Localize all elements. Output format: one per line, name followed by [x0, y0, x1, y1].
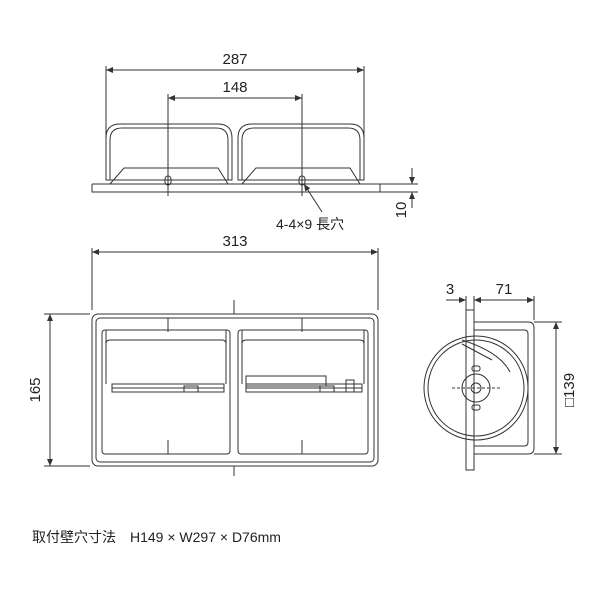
- front-left-hood-top: [105, 330, 227, 345]
- side-hood-curve: [461, 339, 511, 373]
- side-body: [474, 321, 535, 455]
- front-right-latch: [345, 379, 355, 393]
- side-paper-roll: [423, 335, 529, 441]
- front-left-hood-sides: [105, 344, 227, 384]
- dim-label-313: 313: [222, 233, 247, 250]
- dim-label-165: 165: [27, 377, 44, 402]
- front-right-hood-sides: [241, 344, 365, 384]
- front-right-hood-top: [241, 330, 365, 345]
- dim-label-71: 71: [496, 281, 513, 298]
- side-spindle-core: [470, 382, 482, 394]
- dim-label-139: □139: [561, 373, 578, 407]
- wall-opening-caption: 取付壁穴寸法 H149 × W297 × D76mm: [32, 529, 281, 545]
- front-view: [44, 248, 379, 476]
- side-flange: [465, 309, 475, 471]
- dim-label-287: 287: [222, 51, 247, 68]
- top-left-compartment: [105, 123, 233, 181]
- side-view: [423, 296, 562, 471]
- front-face-plate-inner: [95, 317, 375, 463]
- top-right-compartment-inner: [241, 127, 361, 180]
- dim-label-10: 10: [393, 202, 410, 219]
- top-base-plate: [91, 184, 381, 193]
- top-slot-hole-right: [298, 175, 306, 186]
- dim-label-3: 3: [446, 281, 454, 298]
- front-face-plate: [91, 313, 379, 467]
- front-left-opening: [101, 329, 231, 455]
- side-paper-roll-inner: [427, 339, 525, 437]
- side-spindle-slot-bottom: [471, 404, 481, 411]
- hole-note-leader: [303, 183, 323, 213]
- top-view: [91, 66, 418, 213]
- top-left-compartment-inner: [109, 127, 229, 180]
- top-left-bracket: [109, 167, 229, 185]
- front-right-opening: [237, 329, 369, 455]
- top-right-compartment: [237, 123, 365, 181]
- top-right-bracket: [241, 167, 361, 185]
- front-left-cutter-knob: [183, 385, 199, 393]
- front-right-cutter-knob: [319, 385, 335, 393]
- hole-note-label: 4-4×9 長穴: [276, 216, 344, 232]
- top-slot-hole-left: [164, 175, 172, 186]
- front-right-paper-stopper: [245, 375, 327, 387]
- side-spindle-slot-top: [471, 365, 481, 372]
- side-cutter-edge: [461, 343, 493, 361]
- dim-label-148: 148: [222, 79, 247, 96]
